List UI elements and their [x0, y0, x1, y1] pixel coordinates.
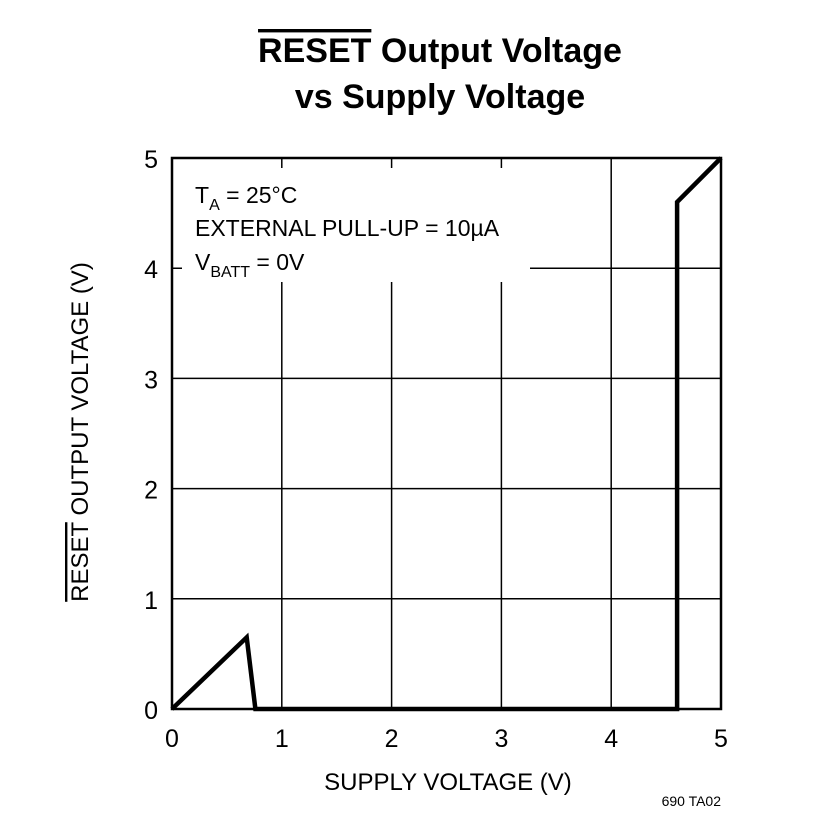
x-tick-label-4: 4 [604, 725, 618, 753]
y-tick-label-2: 2 [144, 477, 158, 505]
ylabel-overlined-text: RESET [67, 521, 94, 601]
y-axis-title: RESET OUTPUT VOLTAGE (V) [67, 262, 94, 602]
y-tick-label-3: 3 [144, 366, 158, 394]
figure-id: 690 TA02 [662, 793, 722, 809]
chart-title-line2: vs Supply Voltage [295, 78, 585, 116]
x-tick-labels: 0 1 2 3 4 5 [165, 725, 728, 753]
annotation-pullup: EXTERNAL PULL-UP = 10µA [195, 215, 500, 241]
x-tick-label-0: 0 [165, 725, 179, 753]
annotation-vbatt: VBATT = 0V [195, 249, 305, 281]
ylabel-rest-text: OUTPUT VOLTAGE (V) [67, 262, 94, 522]
annotation-temperature: TA = 25°C [195, 182, 297, 214]
y-tick-label-1: 1 [144, 587, 158, 615]
x-tick-label-5: 5 [714, 725, 728, 753]
x-tick-label-1: 1 [275, 725, 289, 753]
title-rest-text: Output Voltage [371, 32, 622, 70]
chart-title-line1: RESET Output Voltage [258, 32, 622, 70]
y-tick-labels: 0 1 2 3 4 5 [144, 146, 158, 725]
x-tick-label-3: 3 [494, 725, 508, 753]
x-axis-title: SUPPLY VOLTAGE (V) [324, 769, 572, 796]
annotation-background [182, 168, 530, 282]
y-tick-label-5: 5 [144, 146, 158, 174]
title-overlined-text: RESET [258, 32, 372, 70]
x-tick-label-2: 2 [385, 725, 399, 753]
y-tick-label-0: 0 [144, 697, 158, 725]
plot-frame [170, 156, 723, 711]
y-tick-label-4: 4 [144, 256, 158, 284]
